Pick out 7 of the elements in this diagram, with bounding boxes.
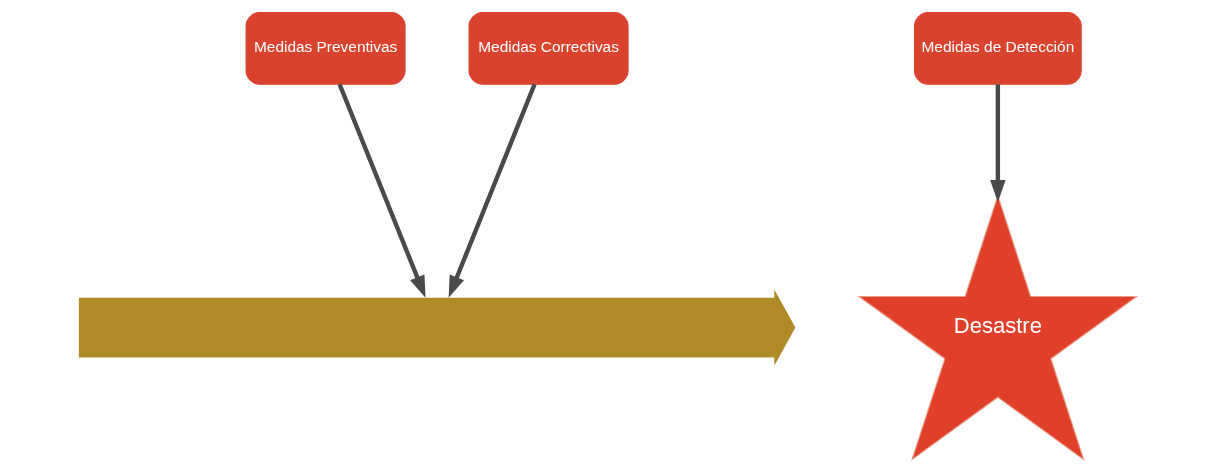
node-box: Medidas Correctivas xyxy=(468,11,629,85)
node-arrow xyxy=(78,289,796,366)
arrow xyxy=(448,83,537,298)
node-box: Medidas de Detección xyxy=(913,11,1082,85)
node-box: Medidas Preventivas xyxy=(245,11,406,85)
arrow xyxy=(337,83,426,298)
arrow xyxy=(990,84,1006,203)
